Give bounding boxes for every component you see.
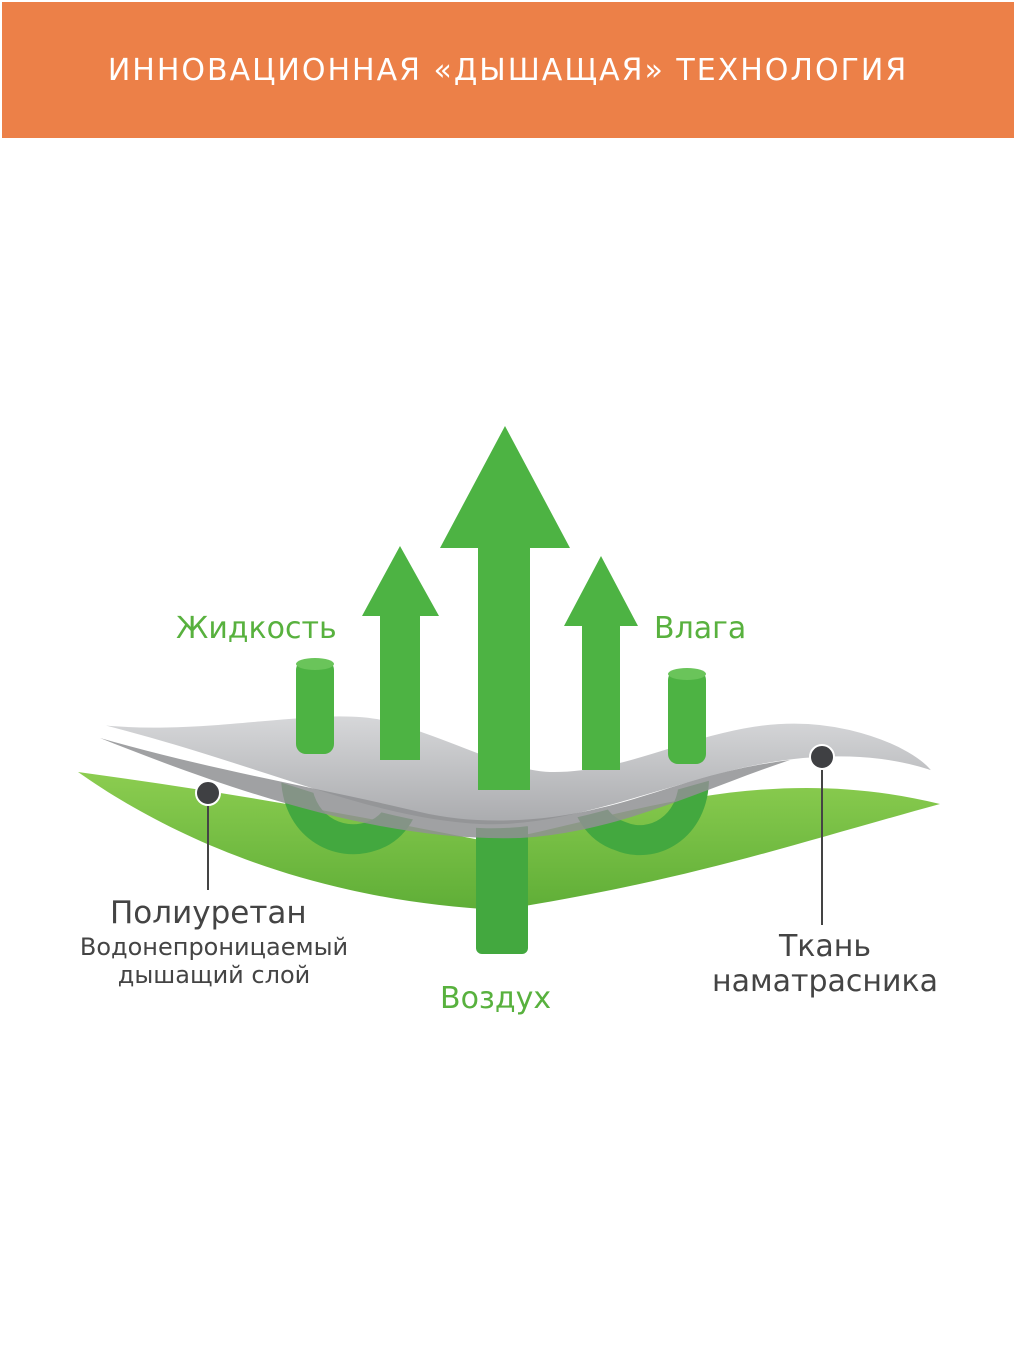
fabric-layer-shadow	[100, 738, 790, 839]
fabric-label: Ткань наматрасника	[711, 929, 939, 999]
page-title: ИННОВАЦИОННАЯ «ДЫШАЩАЯ» ТЕХНОЛОГИЯ	[107, 52, 909, 88]
polyurethane-title: Полиуретан	[110, 895, 307, 931]
header-banner: ИННОВАЦИОННАЯ «ДЫШАЩАЯ» ТЕХНОЛОГИЯ	[2, 2, 1014, 138]
polyurethane-description: Водонепроницаемый дышащий слой	[79, 933, 349, 989]
left-cylinder	[296, 660, 334, 754]
right-cylinder-top	[668, 668, 706, 680]
air-label: Воздух	[440, 981, 552, 1016]
left-cylinder-top	[296, 658, 334, 670]
liquid-label: Жидкость	[176, 611, 337, 646]
moisture-label: Влага	[654, 611, 747, 646]
right-up-arrow	[564, 556, 638, 770]
air-arrow-lower-shaft	[476, 822, 528, 954]
right-cylinder	[668, 670, 706, 764]
polyurethane-marker	[195, 780, 221, 806]
fabric-marker	[809, 744, 835, 770]
center-up-arrow	[440, 426, 570, 790]
left-up-arrow	[362, 546, 439, 760]
